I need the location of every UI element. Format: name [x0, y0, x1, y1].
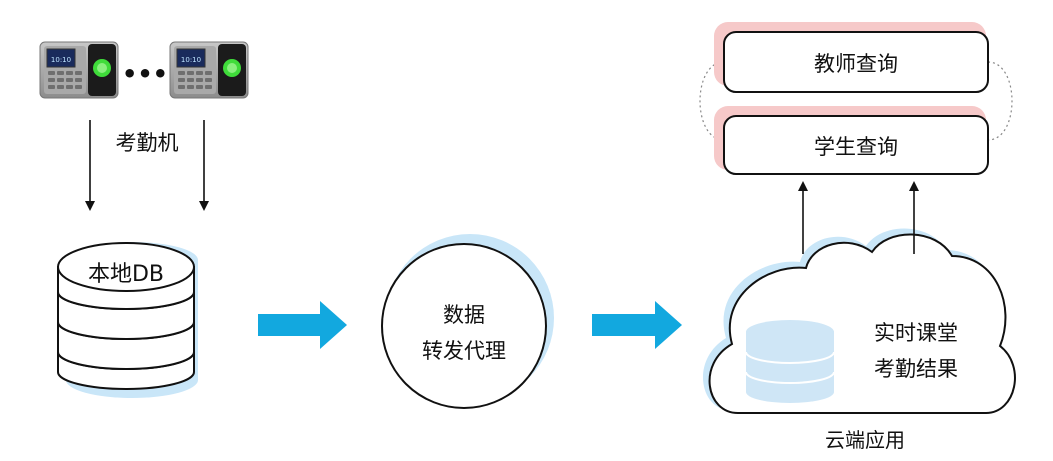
proxy-circle	[381, 243, 547, 409]
attendance-machine-2-icon: 10:10	[169, 41, 249, 99]
proxy-to-cloud-arrow	[592, 301, 682, 349]
local-db-icon	[57, 242, 198, 398]
proxy-label-line1: 数据	[443, 303, 485, 327]
machine-2-screen-text: 10:10	[181, 56, 201, 64]
teacher-query-label: 教师查询	[814, 52, 898, 76]
student-query-box	[723, 115, 989, 175]
query-right-connector	[987, 61, 1013, 141]
cloud-result-line2: 考勤结果	[874, 357, 958, 381]
db-to-proxy-arrow	[258, 301, 347, 349]
local-db-label: 本地DB	[87, 262, 165, 287]
attendance-machine-1-icon: 10:10	[39, 41, 119, 99]
cloud-icon	[702, 228, 1016, 414]
attendance-machines-label: 考勤机	[115, 131, 179, 155]
cloud-caption: 云端应用	[825, 428, 905, 452]
proxy-label-line2: 转发代理	[422, 339, 506, 363]
cloud-result-line1: 实时课堂	[874, 321, 958, 345]
teacher-query-box	[723, 31, 989, 93]
machine-1-screen-text: 10:10	[51, 56, 71, 64]
student-query-label: 学生查询	[814, 135, 898, 159]
machines-ellipsis: •••	[122, 60, 168, 88]
